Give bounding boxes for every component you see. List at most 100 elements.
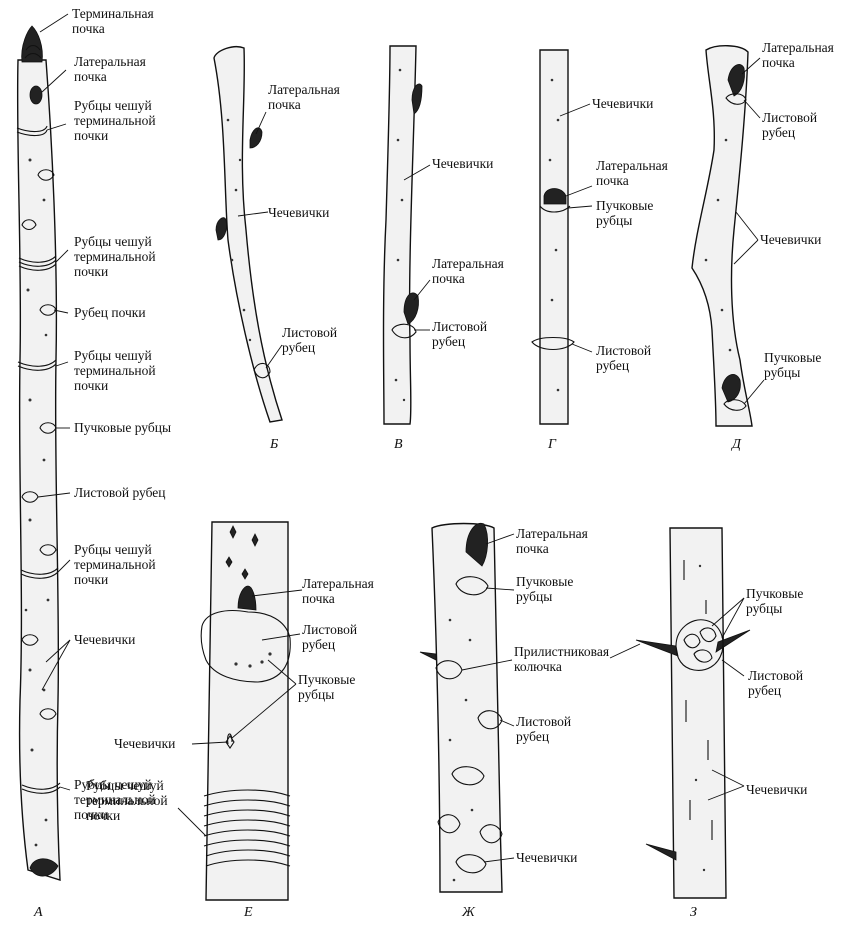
label-g-3-line-1: рубец — [596, 358, 629, 373]
twig-d-stem — [691, 45, 753, 427]
lenticels-a — [24, 158, 50, 847]
label-a-10-line-1: терминальной — [74, 792, 156, 807]
label-a-10-line-0: Рубцы чешуй — [74, 777, 152, 792]
label-d-2: Чечевички — [760, 232, 821, 247]
label-e-2-line-1: рубцы — [298, 687, 334, 702]
label-a-2-line-2: почки — [74, 128, 108, 143]
twig-z-leaf-scar — [675, 619, 724, 671]
label-zh-4-line-0: Чечевички — [516, 850, 577, 865]
twig-g-bundle-scars — [539, 205, 571, 213]
label-v-1-line-1: почка — [432, 271, 465, 286]
label-a-6: Пучковые рубцы — [74, 420, 171, 435]
label-e-4-line-2: почки — [86, 808, 120, 823]
label-z-1-line-0: Листовой — [748, 668, 803, 683]
label-z-0-line-0: Пучковые — [746, 586, 803, 601]
twig-b-leaf-scar — [253, 362, 271, 379]
label-e-2-line-0: Пучковые — [298, 672, 355, 687]
label-g-1-line-0: Латеральная — [596, 158, 668, 173]
label-zh-3-line-0: Листовой — [516, 714, 571, 729]
label-zh-0-line-0: Латеральная — [516, 526, 588, 541]
twig-zh-stem — [431, 522, 503, 893]
twig-d-lateral-bud — [727, 64, 745, 97]
label-e-0-line-1: почка — [302, 591, 335, 606]
label-d-2-line-0: Чечевички — [760, 232, 821, 247]
label-a-5-line-2: почки — [74, 378, 108, 393]
label-zh-2-line-1: колючка — [514, 659, 562, 674]
lenticels-z — [683, 560, 713, 872]
label-a-7-line-0: Листовой рубец — [74, 485, 166, 500]
label-a-9: Чечевички — [74, 632, 135, 647]
label-a-4-line-0: Рубец почки — [74, 305, 146, 320]
lenticels-g — [548, 78, 560, 392]
label-a-1-line-1: почка — [74, 69, 107, 84]
label-g-2-line-0: Пучковые — [596, 198, 653, 213]
label-b-1-line-0: Чечевички — [268, 205, 329, 220]
twig-zh-lateral-bud — [465, 522, 488, 567]
terminal-bud — [21, 25, 43, 63]
label-zh-1-line-1: рубцы — [516, 589, 552, 604]
label-a-3-line-0: Рубцы чешуй — [74, 234, 152, 249]
label-g-2-line-1: рубцы — [596, 213, 632, 228]
twig-g-leaf-scar — [531, 336, 575, 351]
caption-v: В — [394, 437, 403, 452]
label-v-2-line-0: Листовой — [432, 319, 487, 334]
twig-v-lateral-bud — [403, 292, 419, 325]
twig-e-lateral-bud — [237, 585, 257, 611]
bud-scale-scar-rings — [16, 125, 61, 794]
caption-z: З — [690, 905, 697, 920]
twig-b-bud-lower — [215, 217, 227, 241]
cut-end — [29, 858, 59, 877]
label-zh-2-line-0: Прилистниковая — [514, 644, 609, 659]
label-e-3: Чечевички — [114, 736, 175, 751]
lenticels-v — [394, 68, 406, 402]
twig-e-bundle-scar-dots — [234, 652, 272, 668]
twig-b-lateral-bud — [249, 127, 263, 149]
twig-e-scale-scars — [203, 789, 291, 867]
twig-d-leaf-scar — [725, 93, 747, 105]
label-a-8-line-1: терминальной — [74, 557, 156, 572]
label-z-1-line-1: рубец — [748, 683, 781, 698]
twig-d-bundle-scars — [723, 399, 747, 411]
label-a-7: Листовой рубец — [74, 485, 166, 500]
label-b-0-line-1: почка — [268, 97, 301, 112]
caption-zh: Ж — [461, 905, 476, 920]
twig-e-top-lenticels — [225, 525, 259, 580]
label-d-3-line-0: Пучковые — [764, 350, 821, 365]
twig-g-lateral-bud — [543, 188, 567, 205]
label-e-0-line-0: Латеральная — [302, 576, 374, 591]
twig-a-stem — [16, 59, 61, 881]
label-g-1-line-1: почка — [596, 173, 629, 188]
twig-v-upper-bud — [411, 83, 423, 115]
leaders-a — [37, 13, 71, 791]
twig-z-stem — [669, 527, 727, 899]
lenticels-d — [704, 138, 732, 352]
label-a-2-line-1: терминальной — [74, 113, 156, 128]
label-v-0: Чечевички — [432, 156, 493, 171]
lenticels-b — [226, 118, 252, 342]
label-b-2-line-1: рубец — [282, 340, 315, 355]
label-a-10-line-2: почки — [74, 807, 108, 822]
label-z-0-line-1: рубцы — [746, 601, 782, 616]
label-d-3-line-1: рубцы — [764, 365, 800, 380]
label-d-1-line-0: Листовой — [762, 110, 817, 125]
